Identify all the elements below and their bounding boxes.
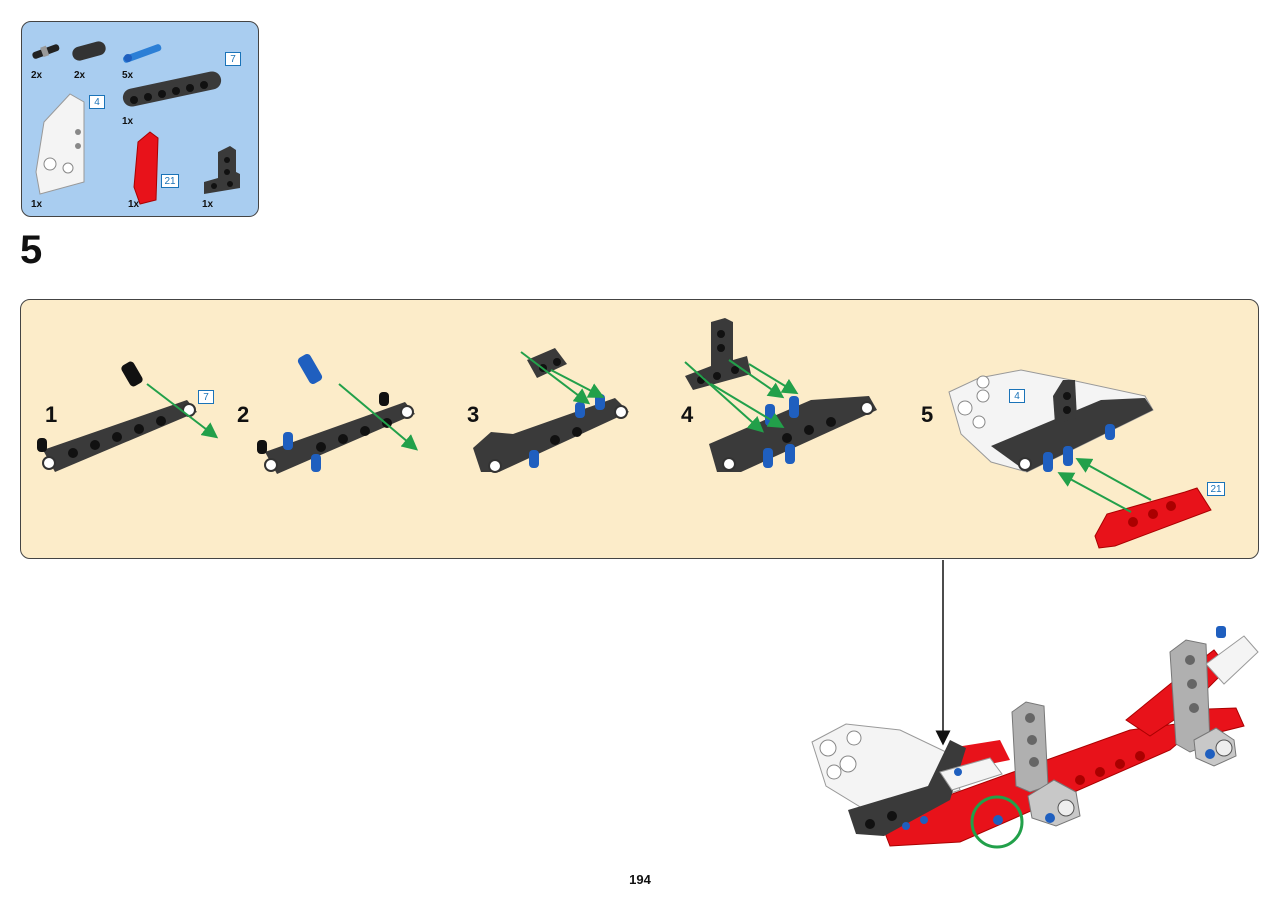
substep-ref-badge: 4 <box>1009 389 1025 403</box>
substep-2-illustration <box>257 353 419 474</box>
dark-beam <box>848 740 966 836</box>
substep-4-illustration <box>684 318 877 472</box>
blue-pins <box>902 626 1226 830</box>
substep-ref-badge: 21 <box>1207 482 1225 496</box>
substep-3-illustration <box>473 348 629 473</box>
substep-number: 4 <box>681 402 694 427</box>
part-qty: 1x <box>202 199 214 210</box>
white-connectors <box>939 635 1259 791</box>
substep-number: 1 <box>45 402 58 427</box>
highlight-circle <box>970 795 1024 849</box>
substep-5-illustration <box>948 369 1212 549</box>
parts-list: 2x 2x 5x 7 1x 4 1x 21 1x 1x <box>21 21 259 217</box>
part-red-panel-icon <box>133 131 159 205</box>
part-beam-7l-icon <box>122 71 222 107</box>
step-number: 5 <box>20 228 43 272</box>
part-ref-badge: 21 <box>161 174 179 188</box>
substep-panel: 1 7 2 3 4 5 4 21 <box>20 299 1259 559</box>
part-blue-pin-icon <box>123 44 162 63</box>
part-qty: 2x <box>74 70 86 81</box>
page-number: 194 <box>629 872 651 887</box>
substep-number: 2 <box>237 402 250 427</box>
part-qty: 2x <box>31 70 43 81</box>
part-beam-2l-icon <box>72 41 106 61</box>
substep-number: 5 <box>921 402 934 427</box>
part-t-beam-icon <box>204 146 240 194</box>
part-ref-badge: 7 <box>225 52 241 66</box>
substep-illustrations <box>37 318 1212 549</box>
part-white-panel-icon <box>35 93 85 195</box>
substep-1-illustration <box>37 361 219 472</box>
part-qty: 1x <box>31 199 43 210</box>
substep-ref-badge: 7 <box>198 390 214 404</box>
part-qty: 5x <box>122 70 134 81</box>
part-pin-axle-icon <box>32 44 60 59</box>
part-qty: 1x <box>128 199 140 210</box>
parts-illustration <box>32 41 240 205</box>
substep-number: 3 <box>467 402 480 427</box>
part-ref-badge: 4 <box>89 95 105 109</box>
part-qty: 1x <box>122 116 134 127</box>
gray-uprights <box>1011 639 1237 827</box>
